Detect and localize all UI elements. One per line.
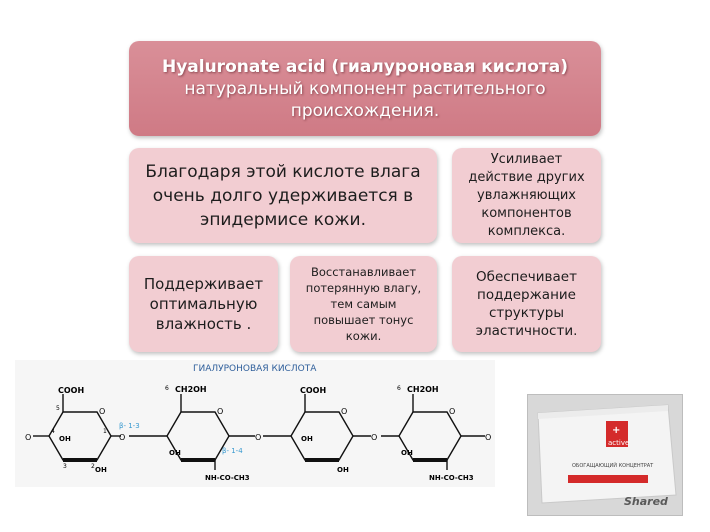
carbon-number: 2 xyxy=(91,463,95,470)
hyaluronic-acid-structure: ГИАЛУРОНОВАЯ КИСЛОТА COOH O O OH OH 5 4 … xyxy=(15,360,495,487)
supports-humidity-line: Поддерживает xyxy=(143,275,264,293)
elasticity-line: эластичности. xyxy=(475,323,578,339)
product-photo: + active ОБОГАЩАЮЩИЙ КОНЦЕНТРАТ Shared xyxy=(527,394,683,516)
supports-humidity-line: влажность . xyxy=(155,315,252,333)
product-logo-block xyxy=(606,421,628,447)
beta-1-4-label: β- 1-4 xyxy=(222,447,243,455)
enhances-line: компонентов xyxy=(481,205,572,221)
ch2oh-label: CH2OH xyxy=(175,385,207,394)
ring-glucuronic-1 xyxy=(33,394,121,462)
ring-oxygen: O xyxy=(341,407,347,416)
diagram-title: ГИАЛУРОНОВАЯ КИСЛОТА xyxy=(193,364,317,374)
oh-label: OH xyxy=(337,466,349,474)
title-line-1: Hyaluronate acid (гиалуроновая кислота) xyxy=(161,56,569,77)
carbon-number: 4 xyxy=(51,428,55,435)
title-line-3: происхождения. xyxy=(290,100,440,121)
elasticity-line: структуры xyxy=(488,305,565,321)
ring-oxygen: O xyxy=(217,407,223,416)
glycosidic-oxygen: O xyxy=(119,433,125,442)
ring-oxygen: O xyxy=(449,407,455,416)
elasticity-box: Обеспечивает поддержание структуры эласт… xyxy=(452,256,601,352)
restores-line: Восстанавливает xyxy=(310,265,417,279)
elasticity-line: Обеспечивает xyxy=(476,269,577,285)
carbon-number: 5 xyxy=(56,405,60,412)
cooh-label: COOH xyxy=(58,386,84,395)
elasticity-line: поддержание xyxy=(477,287,576,303)
plus-icon: + xyxy=(612,425,620,436)
moisture-retention-line: эпидермисе кожи. xyxy=(199,209,366,230)
enhances-line: действие других xyxy=(468,169,585,185)
enhances-line: Усиливает xyxy=(490,151,563,167)
enhances-line: комплекса. xyxy=(487,223,566,239)
enhances-box: Усиливает действие других увлажняющих ко… xyxy=(452,148,601,243)
beta-1-3-label: β- 1-3 xyxy=(119,422,140,430)
product-caption: ОБОГАЩАЮЩИЙ КОНЦЕНТРАТ xyxy=(572,462,654,469)
glycosidic-oxygen: O xyxy=(255,433,261,442)
restores-line: повышает тонус xyxy=(313,313,414,327)
ring-oxygen: O xyxy=(99,407,105,416)
carbon-number: 3 xyxy=(63,463,67,470)
ring-glucosamine-1 xyxy=(129,394,255,470)
title-box: Hyaluronate acid (гиалуроновая кислота) … xyxy=(129,41,601,136)
carbon-number: 1 xyxy=(103,428,107,435)
oh-label: OH xyxy=(59,435,71,443)
supports-humidity-line: оптимальную xyxy=(149,295,258,313)
restores-box: Восстанавливает потерянную влагу, тем са… xyxy=(290,256,437,352)
moisture-retention-box: Благодаря этой кислоте влага очень долго… xyxy=(129,148,437,243)
title-line-2: натуральный компонент растительного xyxy=(184,78,546,99)
link-oxygen: O xyxy=(25,433,31,442)
watermark-text: Shared xyxy=(624,495,668,508)
oh-label: OH xyxy=(169,449,181,457)
oh-label: OH xyxy=(95,466,107,474)
oh-label: OH xyxy=(401,449,413,457)
ring-glucuronic-2 xyxy=(263,394,371,462)
enhances-line: увлажняющих xyxy=(477,187,576,203)
brand-label: active xyxy=(608,439,629,447)
carbon-number: 6 xyxy=(165,385,169,392)
moisture-retention-line: Благодаря этой кислоте влага xyxy=(145,161,421,182)
restores-line: кожи. xyxy=(345,329,382,343)
restores-line: потерянную влагу, xyxy=(305,281,422,295)
oh-label: OH xyxy=(301,435,313,443)
cooh-label: COOH xyxy=(300,386,326,395)
ring-glucosamine-2 xyxy=(381,394,485,470)
carbon-number: 6 xyxy=(397,385,401,392)
glycosidic-oxygen: O xyxy=(371,433,377,442)
terminal-oxygen: O xyxy=(485,433,491,442)
moisture-retention-line: очень долго удерживается в xyxy=(152,185,414,206)
nhco-label: NH-CO-CH3 xyxy=(429,474,474,482)
supports-humidity-box: Поддерживает оптимальную влажность . xyxy=(129,256,278,352)
ch2oh-label: CH2OH xyxy=(407,385,439,394)
restores-line: тем самым xyxy=(330,297,397,311)
nhco-label: NH-CO-CH3 xyxy=(205,474,250,482)
